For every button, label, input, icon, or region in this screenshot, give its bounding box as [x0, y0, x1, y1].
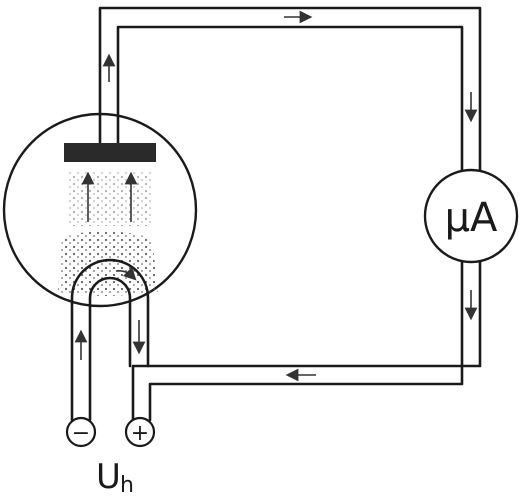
heater-voltage-subscript: h [120, 473, 134, 497]
outer-circuit-wire [98, 6, 482, 422]
microammeter: µA [423, 168, 519, 264]
negative-terminal [65, 416, 97, 448]
heater-supply-terminals: − + [65, 416, 156, 448]
filament-current-arrow [115, 266, 137, 281]
heater-voltage-main: U [96, 457, 121, 497]
positive-symbol: + [131, 421, 149, 446]
heater-filament [70, 258, 150, 422]
current-direction-arrows [102, 10, 478, 382]
meter-label: µA [445, 195, 498, 241]
electron-flow-arrows [81, 171, 138, 222]
negative-symbol: − [72, 421, 90, 446]
meter-body [423, 168, 519, 264]
tube-envelope [2, 112, 198, 308]
anode-plate [64, 143, 156, 162]
positive-terminal [124, 416, 156, 448]
heater-voltage-label: U h [96, 457, 134, 498]
